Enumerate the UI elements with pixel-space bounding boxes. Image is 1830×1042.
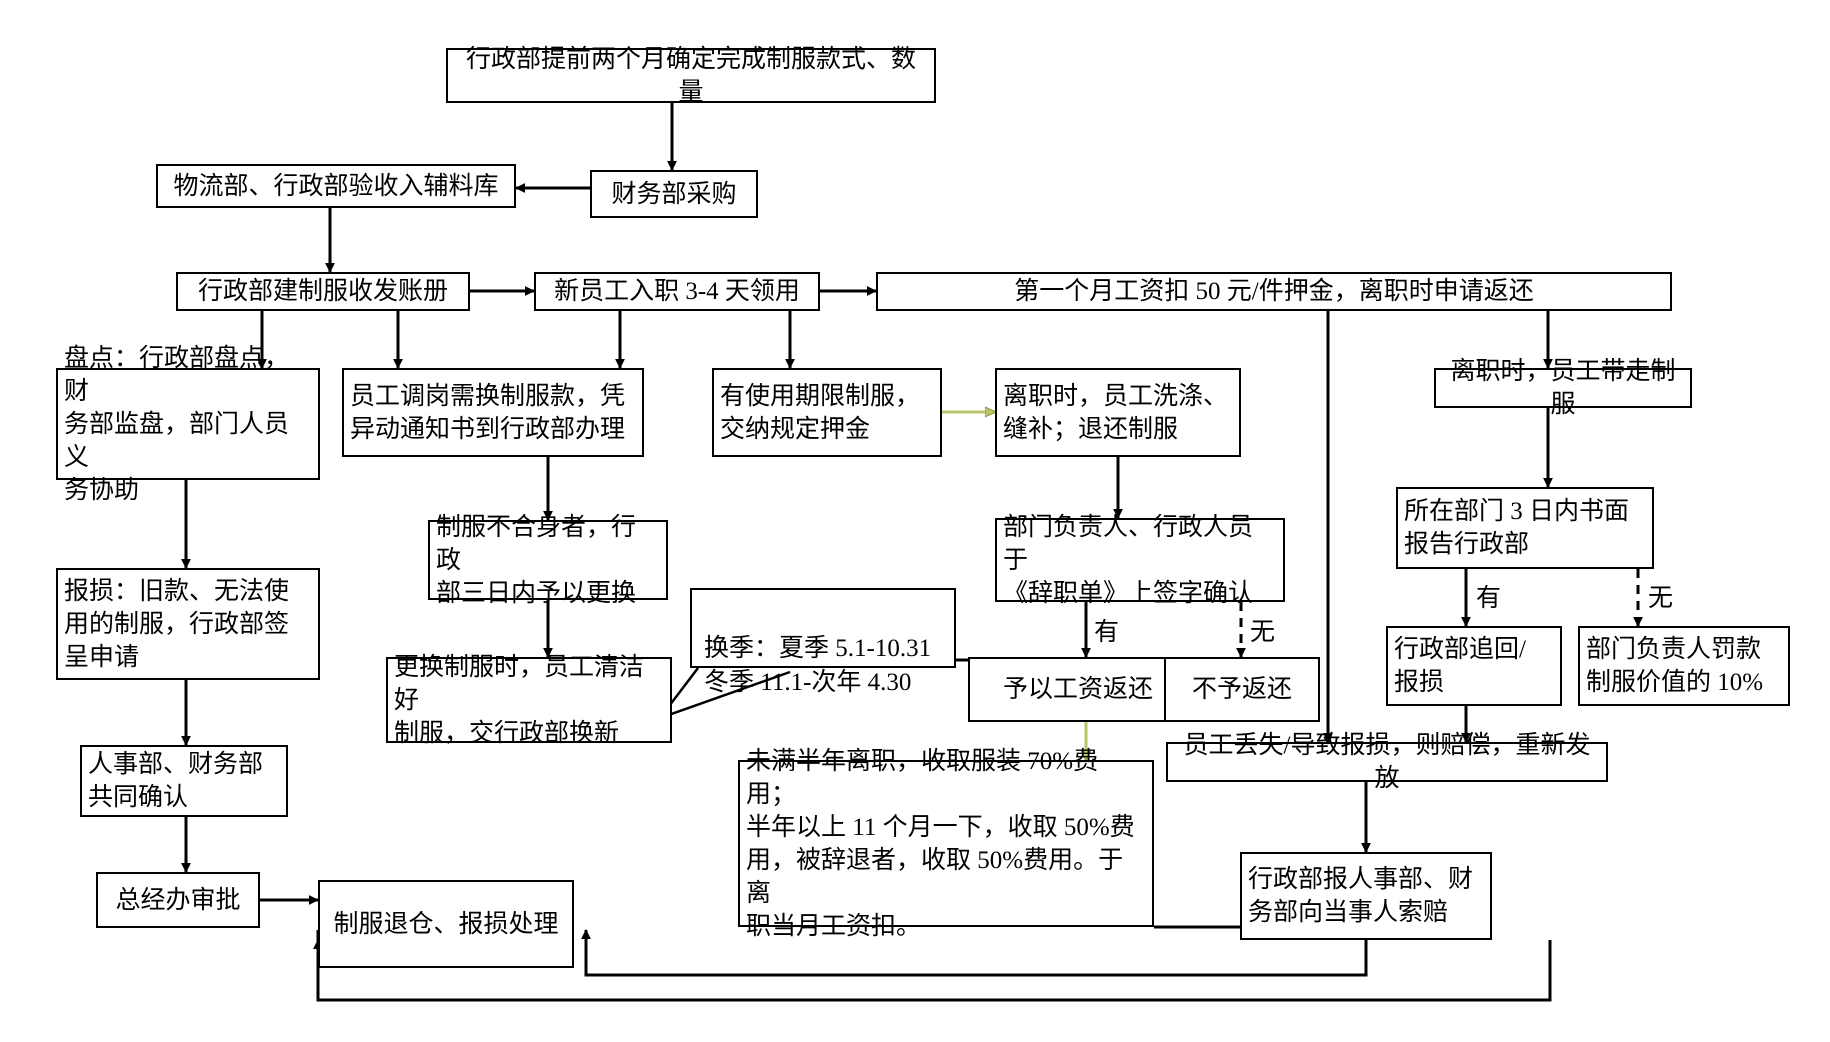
node-logistics-inspect[interactable]: 物流部、行政部验收入辅料库 <box>156 164 516 208</box>
edge-label-has-right-text: 有 <box>1476 585 1502 612</box>
edge-label-none-right: 无 <box>1648 578 1673 614</box>
node-admin-ledger[interactable]: 行政部建制服收发账册 <box>176 272 470 311</box>
node-inventory-count[interactable]: 盘点：行政部盘点，财 务部监盘，部门人员义 务协助 <box>56 345 320 504</box>
node-clean-uniform-exchange-label: 更换制服时，员工清洁好 制服，交行政部换新 <box>394 653 645 747</box>
node-hr-finance-confirm[interactable]: 人事部、财务部 共同确认 <box>80 745 288 817</box>
node-gm-office-approval-label: 总经办审批 <box>115 886 241 914</box>
node-finance-purchase-label: 财务部采购 <box>611 180 737 208</box>
node-dept-head-fine[interactable]: 部门负责人罚款 制服价值的 10% <box>1578 626 1790 706</box>
node-inventory-count-label: 盘点：行政部盘点，财 务部监盘，部门人员义 务协助 <box>64 344 290 504</box>
node-resign-wash-return[interactable]: 离职时，员工洗涤、 缝补；退还制服 <box>995 368 1241 457</box>
edge-label-none-left: 无 <box>1250 612 1275 648</box>
node-report-loss-apply[interactable]: 报损：旧款、无法使 用的制服，行政部签 呈申请 <box>56 568 320 680</box>
callout-season-change[interactable]: 换季：夏季 5.1-10.31 冬季 11.1-次年 4.30 <box>690 588 956 696</box>
node-admin-report-claim-label: 行政部报人事部、财 务部向当事人索赔 <box>1248 866 1474 926</box>
node-employee-lost-compensate[interactable]: 员工丢失/导致报损，则赔偿，重新发放 <box>1166 732 1608 792</box>
node-resign-fee-policy[interactable]: 未满半年离职，收取服装 70%费用； 半年以上 11 个月一下，收取 50%费 … <box>738 748 1154 940</box>
node-uniform-return-disposal-label: 制服退仓、报损处理 <box>333 910 559 938</box>
node-resign-wash-return-label: 离职时，员工洗涤、 缝补；退还制服 <box>1003 382 1229 443</box>
node-dept-head-sign[interactable]: 部门负责人、行政人员于 《辞职单》上签字确认 <box>995 514 1285 607</box>
node-employee-lost-compensate-label: 员工丢失/导致报损，则赔偿，重新发放 <box>1183 732 1591 792</box>
node-first-month-deposit[interactable]: 第一个月工资扣 50 元/件押金，离职时申请返还 <box>876 272 1672 311</box>
node-resign-take-uniform-label: 离职时，员工带走制服 <box>1450 358 1676 418</box>
node-admin-recover-loss-label: 行政部追回/ 报损 <box>1394 636 1526 696</box>
node-admin-confirm-style-label: 行政部提前两个月确定完成制服款式、数量 <box>465 45 916 106</box>
edge-label-has-left: 有 <box>1094 612 1119 648</box>
node-transfer-change-uniform[interactable]: 员工调岗需换制服款，凭 异动通知书到行政部办理 <box>342 368 644 457</box>
edge-label-has-right: 有 <box>1476 578 1501 614</box>
callout-season-change-label: 换季：夏季 5.1-10.31 冬季 11.1-次年 4.30 <box>704 634 932 696</box>
node-dept-head-sign-label: 部门负责人、行政人员于 《辞职单》上签字确认 <box>1003 513 1254 607</box>
node-term-limited-uniform-label: 有使用期限制服， 交纳规定押金 <box>720 382 921 443</box>
node-dept-written-report-label: 所在部门 3 日内书面 报告行政部 <box>1404 498 1630 558</box>
node-refund-salary[interactable]: 予以工资返还 <box>968 657 1188 722</box>
node-new-employee-collect-label: 新员工入职 3-4 天领用 <box>554 278 800 305</box>
node-first-month-deposit-label: 第一个月工资扣 50 元/件押金，离职时申请返还 <box>1014 278 1534 305</box>
node-no-refund[interactable]: 不予返还 <box>1164 657 1320 722</box>
node-admin-confirm-style[interactable]: 行政部提前两个月确定完成制服款式、数量 <box>446 46 936 106</box>
edge-label-none-right-text: 无 <box>1648 585 1674 612</box>
node-refund-salary-label: 予以工资返还 <box>1002 676 1153 703</box>
edge-label-none-left-text: 无 <box>1250 619 1276 646</box>
node-logistics-inspect-label: 物流部、行政部验收入辅料库 <box>173 172 499 200</box>
node-resign-fee-policy-label: 未满半年离职，收取服装 70%费用； 半年以上 11 个月一下，收取 50%费 … <box>746 747 1135 940</box>
node-uniform-return-disposal[interactable]: 制服退仓、报损处理 <box>318 880 574 968</box>
node-dept-written-report[interactable]: 所在部门 3 日内书面 报告行政部 <box>1396 487 1654 569</box>
node-admin-ledger-label: 行政部建制服收发账册 <box>197 278 448 305</box>
node-finance-purchase[interactable]: 财务部采购 <box>590 170 758 218</box>
node-uniform-not-fit-replace[interactable]: 制服不合身者，行政 部三日内予以更换 <box>428 514 668 607</box>
node-new-employee-collect[interactable]: 新员工入职 3-4 天领用 <box>534 272 820 311</box>
node-term-limited-uniform[interactable]: 有使用期限制服， 交纳规定押金 <box>712 368 942 457</box>
node-hr-finance-confirm-label: 人事部、财务部 共同确认 <box>88 751 264 811</box>
node-gm-office-approval[interactable]: 总经办审批 <box>96 872 260 928</box>
node-transfer-change-uniform-label: 员工调岗需换制服款，凭 异动通知书到行政部办理 <box>350 382 626 443</box>
edge-label-has-left-text: 有 <box>1094 619 1120 646</box>
node-report-loss-apply-label: 报损：旧款、无法使 用的制服，行政部签 呈申请 <box>64 577 290 671</box>
node-resign-take-uniform[interactable]: 离职时，员工带走制服 <box>1434 358 1692 418</box>
node-dept-head-fine-label: 部门负责人罚款 制服价值的 10% <box>1586 636 1764 696</box>
node-uniform-not-fit-replace-label: 制服不合身者，行政 部三日内予以更换 <box>436 513 637 607</box>
node-no-refund-label: 不予返还 <box>1191 676 1292 703</box>
node-clean-uniform-exchange[interactable]: 更换制服时，员工清洁好 制服，交行政部换新 <box>386 654 672 747</box>
node-admin-report-claim[interactable]: 行政部报人事部、财 务部向当事人索赔 <box>1240 852 1492 940</box>
node-admin-recover-loss[interactable]: 行政部追回/ 报损 <box>1386 626 1562 706</box>
